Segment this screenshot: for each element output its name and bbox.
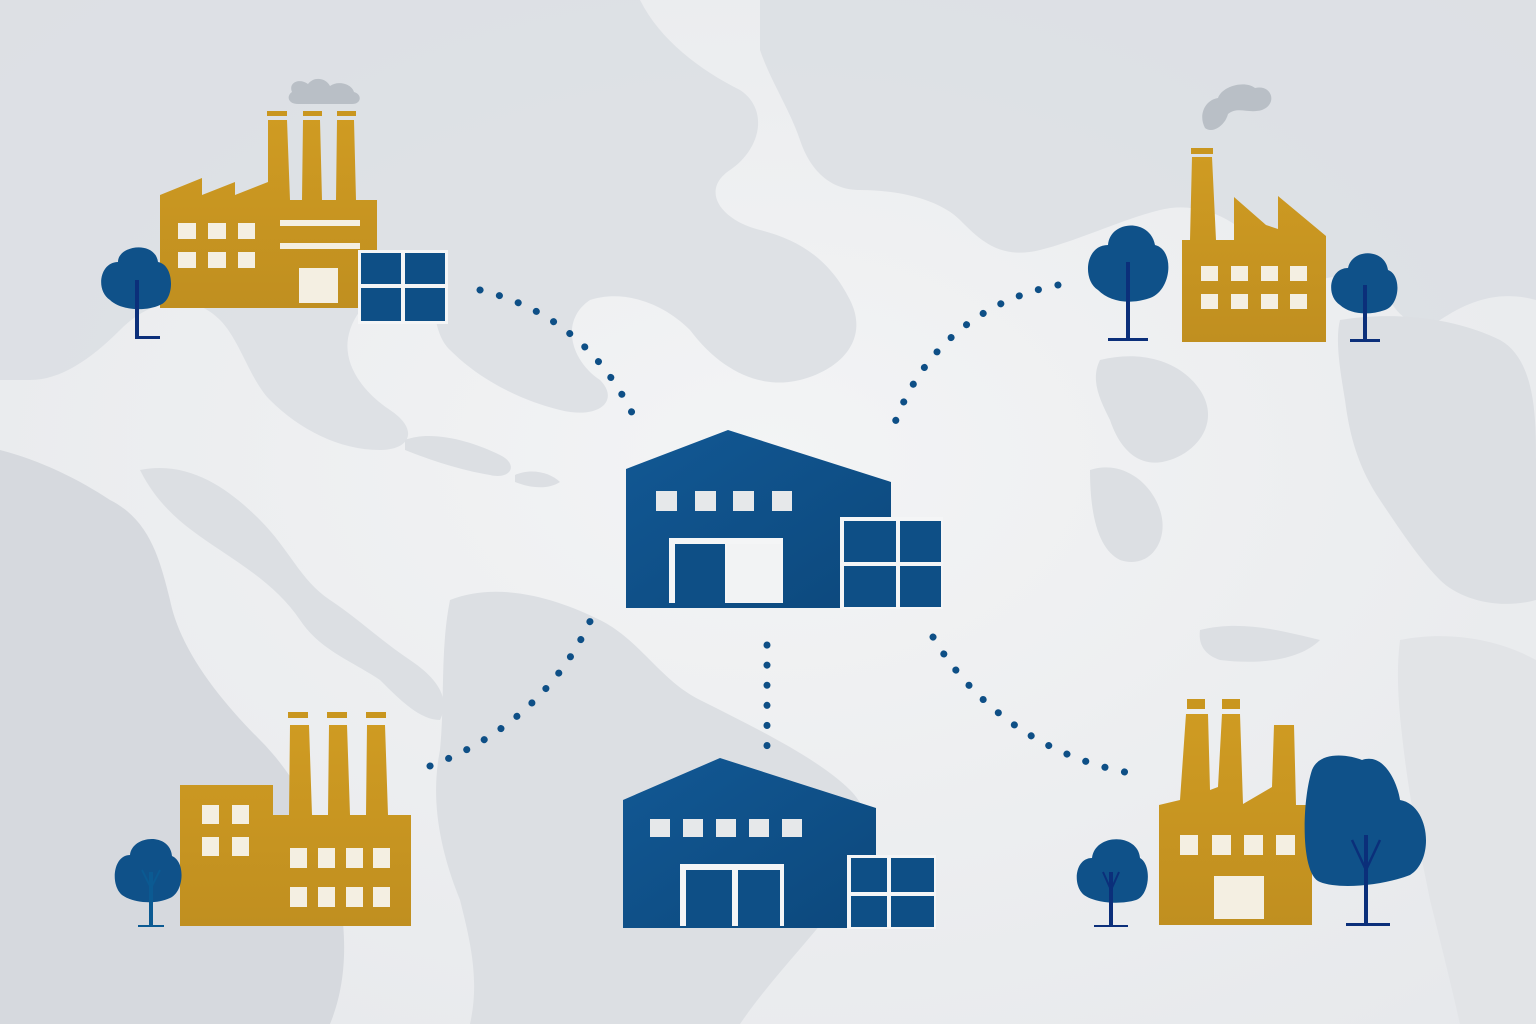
factory-top-right	[1087, 84, 1398, 342]
tree-icon	[1076, 839, 1148, 927]
factory-windows	[178, 220, 360, 303]
smoke-icon	[288, 78, 360, 104]
factory-windows	[202, 805, 390, 907]
warehouse-windows	[656, 491, 792, 511]
hub-warehouse	[626, 430, 943, 609]
connector-lines	[426, 281, 1146, 779]
factory-bottom-right	[1076, 699, 1427, 927]
tree-icon	[1331, 253, 1398, 342]
tree-icon	[1087, 225, 1169, 341]
factory-bottom-left	[114, 712, 411, 927]
factory-top-left	[101, 78, 448, 339]
connector-factory-bottom-right	[929, 633, 1146, 779]
connector-factory-top-right	[889, 281, 1062, 432]
container-stack-icon	[358, 250, 448, 324]
factory-windows	[1180, 835, 1295, 919]
tree-icon	[114, 838, 182, 927]
warehouse-windows	[650, 819, 802, 837]
smoke-icon	[1202, 84, 1272, 131]
tree-icon	[1304, 755, 1427, 926]
regional-warehouse	[623, 758, 936, 929]
tree-icon	[101, 247, 172, 339]
factory-building-icon	[1159, 714, 1312, 925]
factory-windows	[1201, 266, 1307, 309]
factory-building-icon	[180, 725, 411, 926]
container-stack-icon	[847, 855, 936, 929]
container-stack-icon	[840, 517, 943, 609]
